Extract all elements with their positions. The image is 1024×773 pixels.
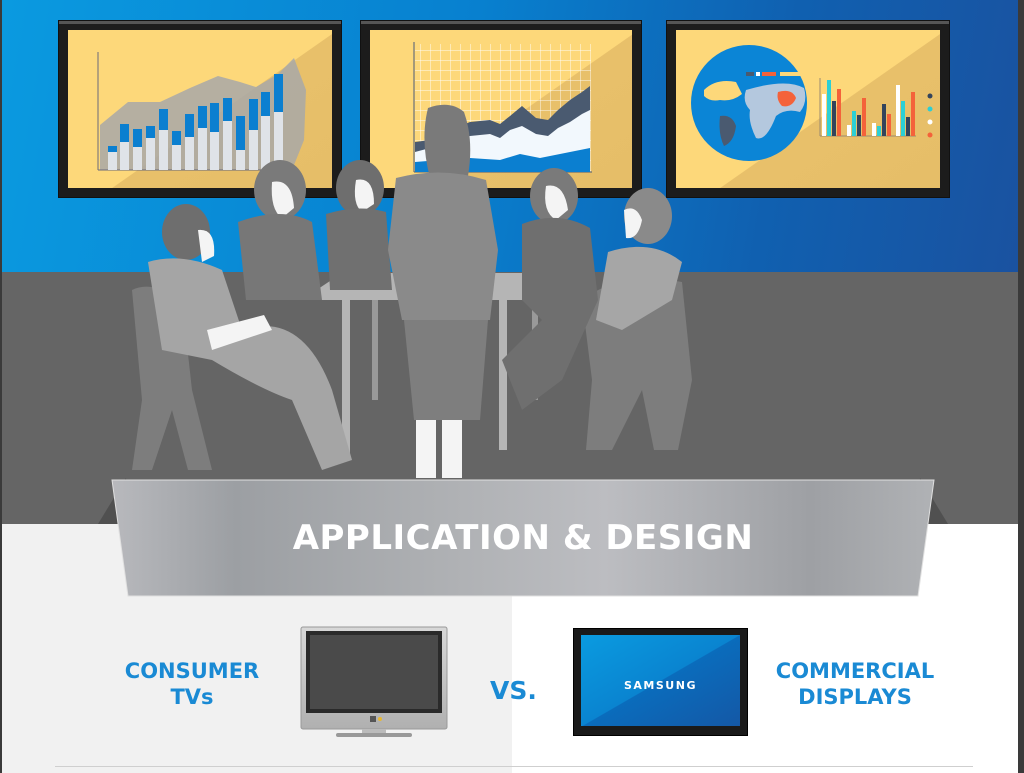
bar-chart-icon	[97, 52, 306, 171]
consumer-tvs-label: CONSUMER TVs	[112, 658, 272, 710]
page-edge	[1018, 0, 1024, 773]
wall-monitor-1	[58, 20, 342, 198]
meeting-people-illustration	[98, 104, 948, 524]
consumer-tv-icon	[300, 626, 448, 737]
commercial-display-icon: SAMSUNG	[573, 628, 748, 736]
section-banner: APPLICATION & DESIGN	[98, 478, 948, 598]
versus-label: VS.	[490, 676, 537, 705]
wall-monitor-2	[360, 20, 642, 198]
monitor-2-screen	[370, 30, 632, 188]
consumer-label-line1: CONSUMER	[124, 659, 260, 683]
commercial-displays-label: COMMERCIAL DISPLAYS	[770, 658, 940, 710]
section-title: APPLICATION & DESIGN	[292, 518, 754, 558]
commercial-label-line1: COMMERCIAL	[775, 659, 935, 683]
globe-icon	[691, 45, 933, 161]
consumer-label-line2: TVs	[170, 685, 214, 709]
monitor-1-screen	[68, 30, 332, 188]
monitor-3-screen	[676, 30, 940, 188]
samsung-logo: SAMSUNG	[624, 679, 697, 692]
commercial-display-screen: SAMSUNG	[581, 635, 740, 726]
commercial-label-line2: DISPLAYS	[798, 685, 912, 709]
wall-monitor-3	[666, 20, 950, 198]
section-divider	[55, 766, 973, 767]
